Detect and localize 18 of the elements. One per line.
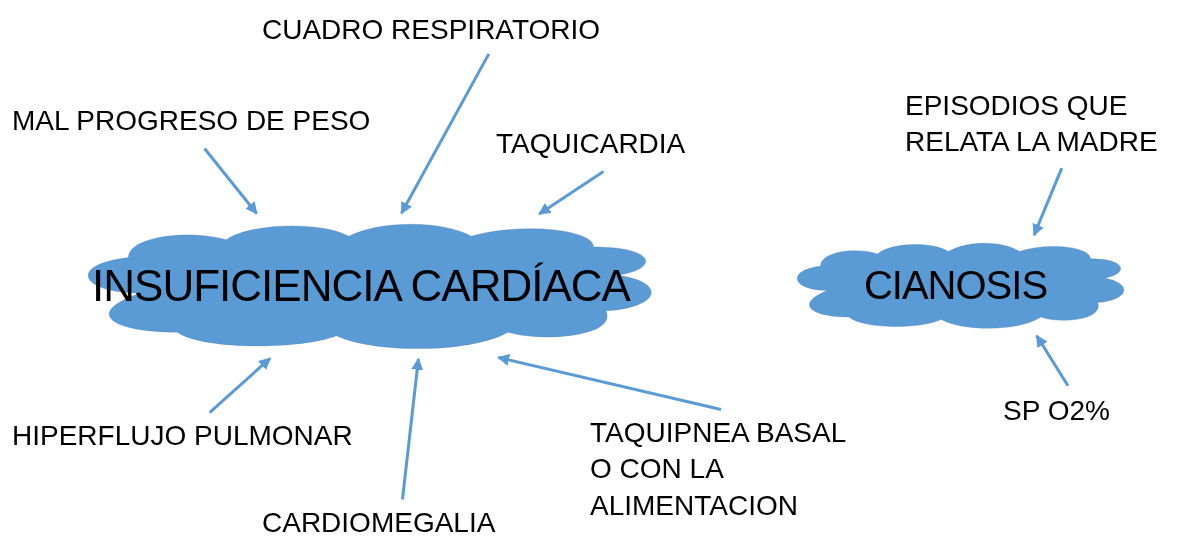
symptom-label: CARDIOMEGALIA bbox=[262, 505, 527, 541]
arrow bbox=[1035, 334, 1070, 387]
symptom-label: MAL PROGRESO DE PESO bbox=[12, 103, 397, 140]
symptom-label: HIPERFLUJO PULMONAR bbox=[12, 418, 392, 455]
symptom-label: CUADRO RESPIRATORIO bbox=[262, 12, 622, 49]
cloud-label: INSUFICIENCIA CARDÍACA bbox=[92, 261, 630, 311]
symptom-label: EPISODIOS QUE RELATA LA MADRE bbox=[905, 88, 1190, 161]
arrow bbox=[208, 357, 272, 414]
arrow bbox=[1032, 167, 1064, 237]
symptom-label: TAQUICARDIA bbox=[496, 126, 711, 163]
arrow bbox=[538, 170, 605, 216]
arrow bbox=[497, 354, 722, 411]
arrow bbox=[203, 147, 258, 215]
arrow bbox=[400, 357, 424, 500]
cloud-label: CIANOSIS bbox=[863, 263, 1048, 308]
arrow bbox=[400, 53, 491, 215]
symptom-label: TAQUIPNEA BASAL O CON LA ALIMENTACION bbox=[590, 415, 852, 525]
symptom-label: SP O2% bbox=[1003, 393, 1133, 430]
